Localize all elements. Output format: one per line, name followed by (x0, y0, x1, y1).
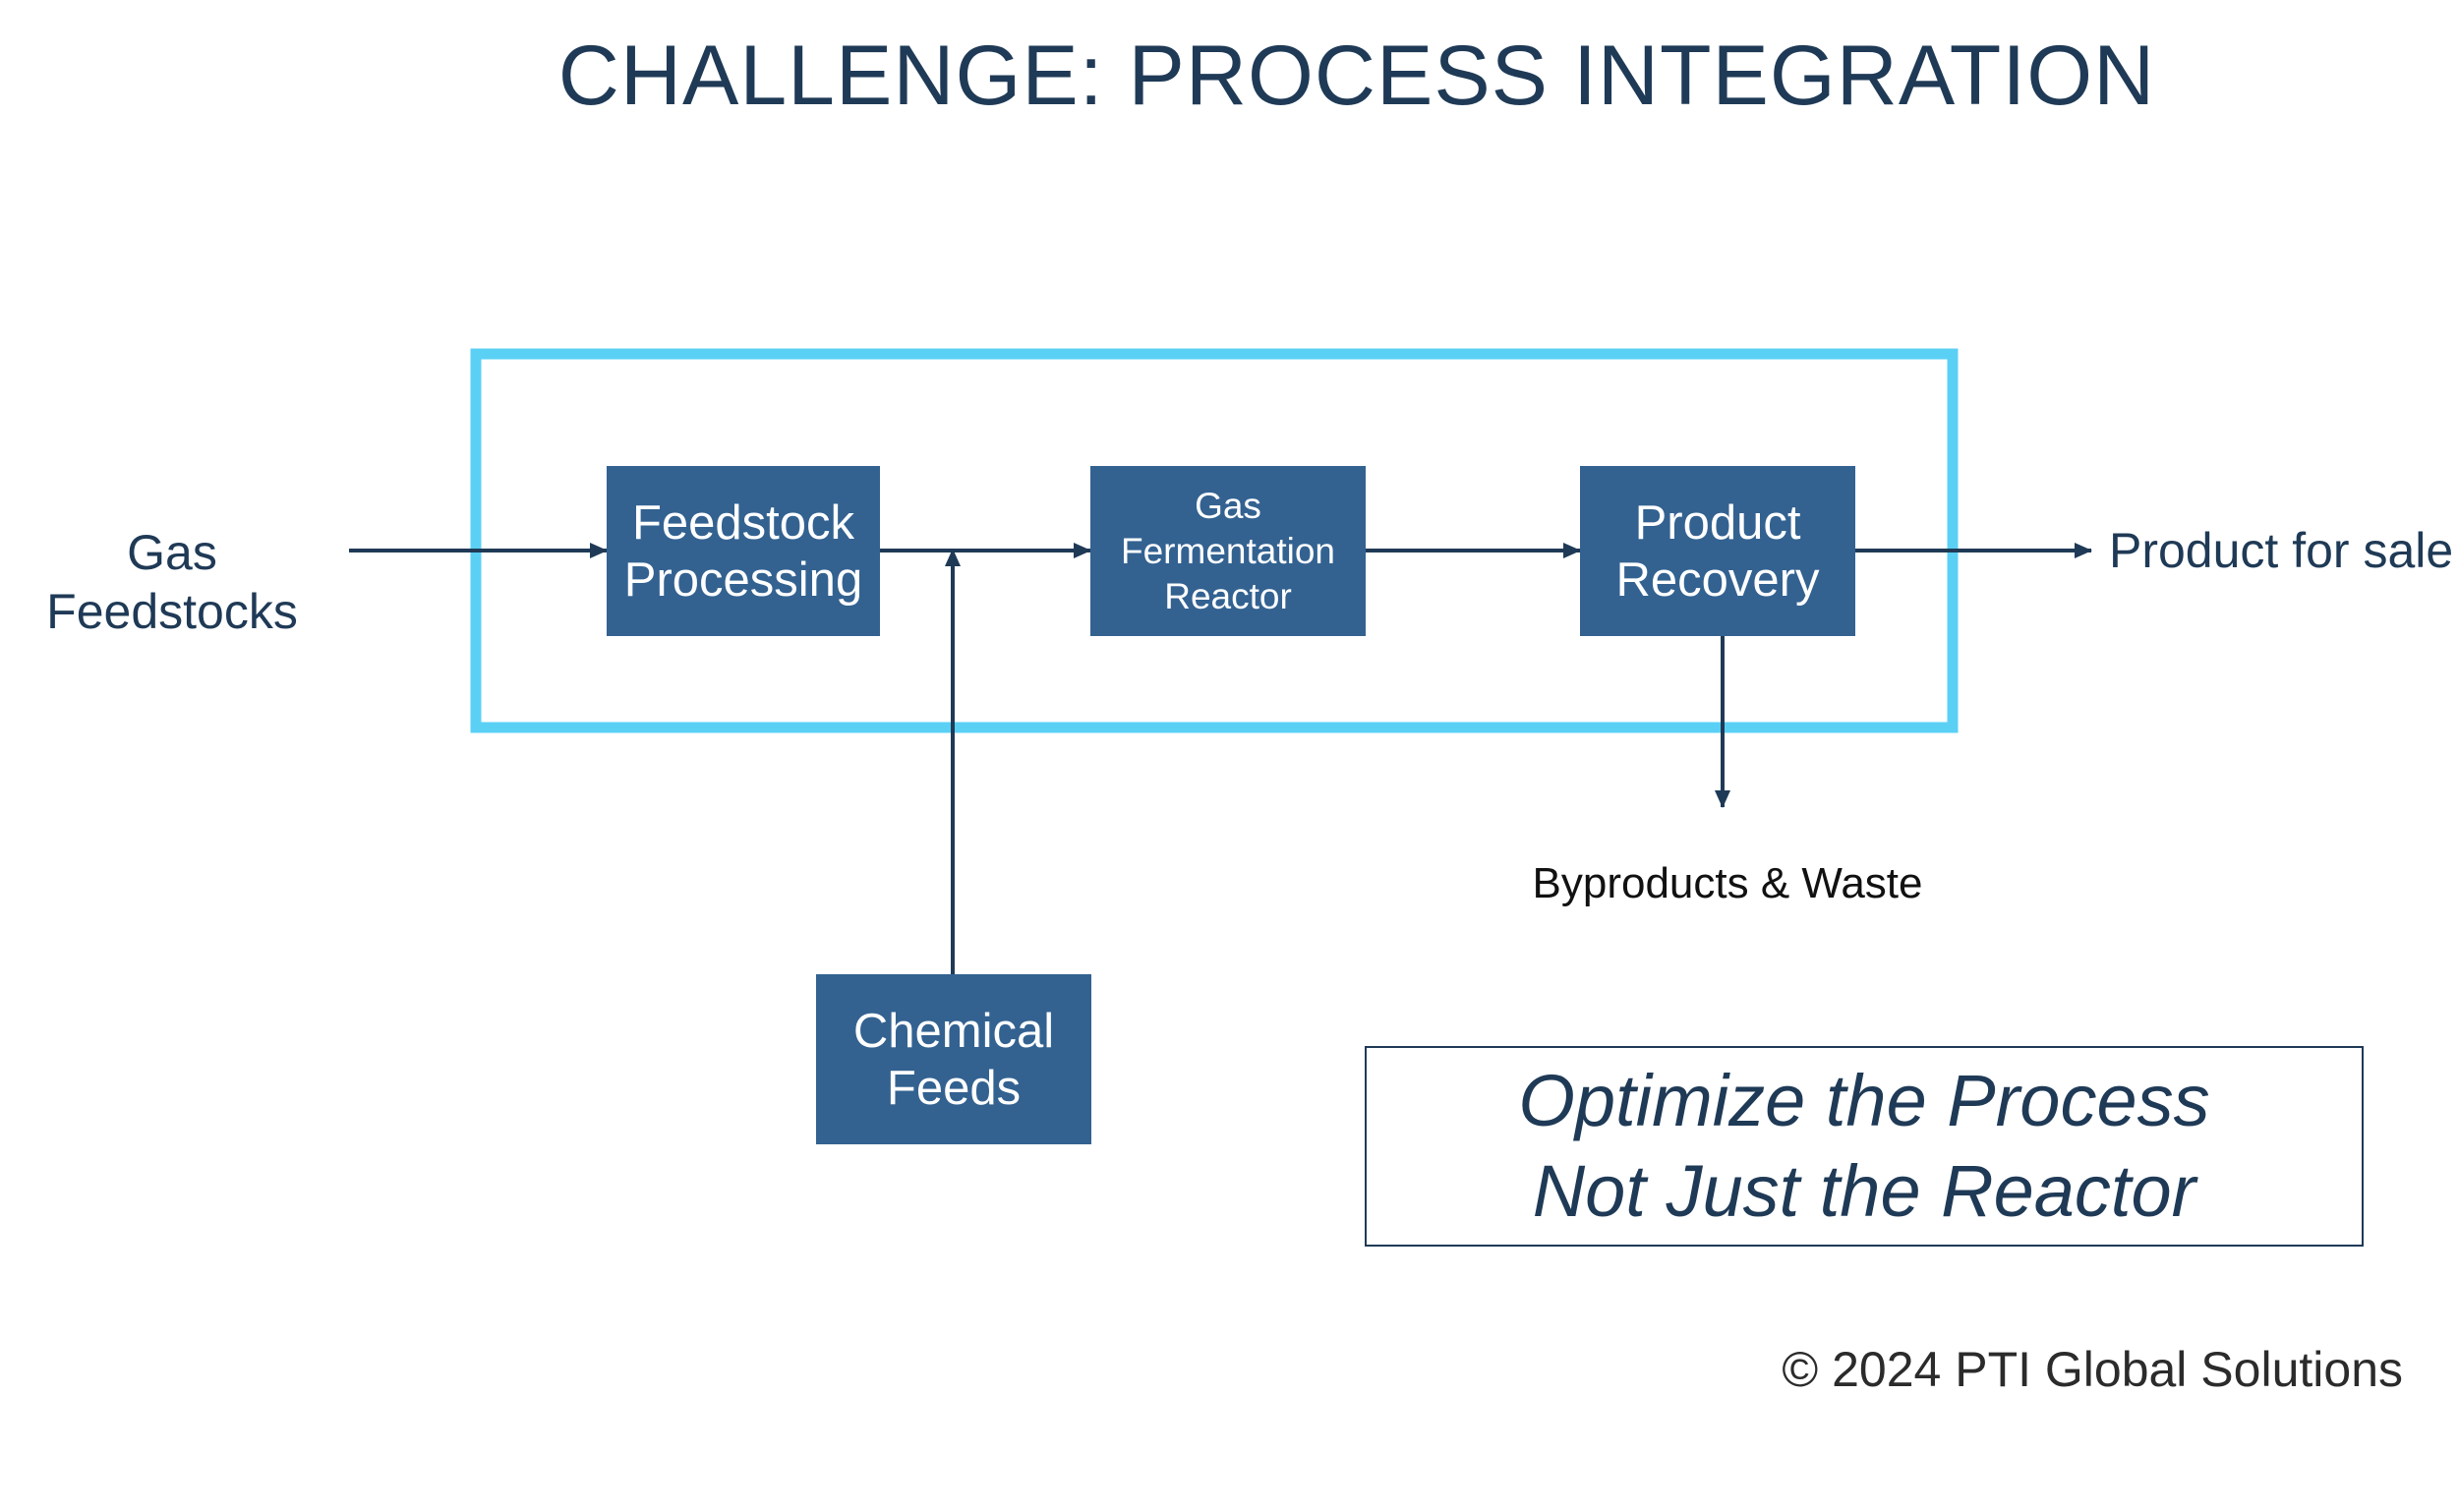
gas-feedstocks-label: Gas Feedstocks (39, 523, 305, 641)
feedstock-processing-line-1: Feedstock (631, 495, 855, 550)
chemical-feeds-block[interactable]: Chemical Feeds (816, 974, 1091, 1144)
gas-fermentation-reactor-block[interactable]: Gas Fermentation Reactor (1090, 466, 1366, 636)
byproducts-waste-label: Byproducts & Waste (1532, 859, 1923, 907)
page-title: CHALLENGE: PROCESS INTEGRATION (557, 29, 2156, 123)
optimize-callout: Optimize the Process Not Just the Reacto… (1365, 1046, 2364, 1247)
product-for-sale-label: Product for sale (2109, 523, 2454, 578)
callout-line-2: Not Just the Reactor (1532, 1150, 2196, 1232)
chemical-feeds-line-2: Feeds (886, 1061, 1022, 1115)
feedstock-processing-block[interactable]: Feedstock Processing (607, 466, 880, 636)
reactor-line-1: Gas (1195, 485, 1261, 526)
gas-feedstocks-line-1: Gas (127, 525, 217, 580)
reactor-line-2: Fermentation (1121, 530, 1335, 571)
reactor-line-3: Reactor (1164, 575, 1292, 616)
gas-feedstocks-line-2: Feedstocks (46, 584, 298, 639)
product-recovery-block[interactable]: Product Recovery (1580, 466, 1855, 636)
chemical-feeds-line-1: Chemical (852, 1004, 1055, 1058)
feedstock-processing-line-2: Processing (623, 552, 863, 607)
integration-boundary (470, 348, 1959, 733)
product-recovery-line-1: Product (1634, 495, 1801, 550)
product-recovery-line-2: Recovery (1615, 552, 1820, 607)
copyright-notice: © 2024 PTI Global Solutions (1782, 1342, 2403, 1397)
callout-line-1: Optimize the Process (1518, 1060, 2210, 1141)
